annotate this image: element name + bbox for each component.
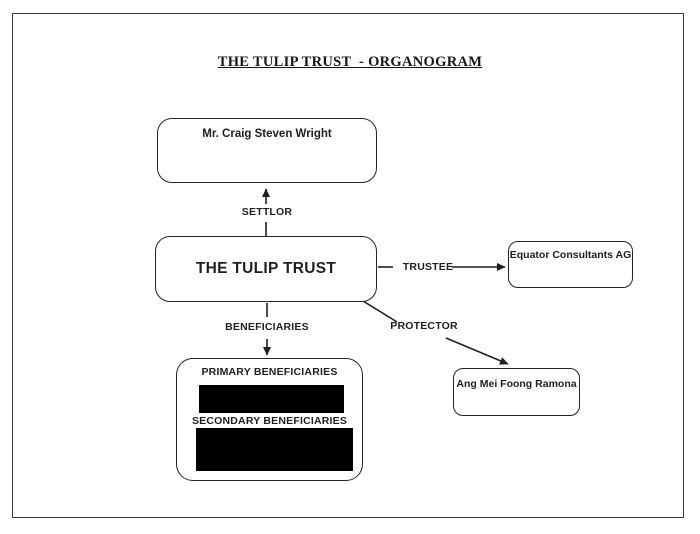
settlor-connector-label: SETTLOR [241,206,293,218]
beneficiaries-connector-label: BENEFICIARIES [225,321,309,333]
protector-person-label: Ang Mei Foong Ramona [456,378,577,390]
node-tulip-trust: THE TULIP TRUST [155,236,377,302]
trustee-company-label: Equator Consultants AG [509,249,632,261]
secondary-beneficiaries-heading: SECONDARY BENEFICIARIES [191,415,348,427]
primary-beneficiaries-redaction [199,385,344,413]
page-border-frame [12,13,684,518]
node-trustee-company: Equator Consultants AG [508,241,633,288]
settlor-person-label: Mr. Craig Steven Wright [202,128,332,140]
page-title: THE TULIP TRUST - ORGANOGRAM [217,54,483,70]
primary-beneficiaries-heading: PRIMARY BENEFICIARIES [201,366,338,378]
secondary-beneficiaries-redaction [196,428,353,471]
protector-connector-label: PROTECTOR [390,320,458,332]
trustee-connector-label: TRUSTEE [402,261,454,273]
node-beneficiaries-group: PRIMARY BENEFICIARIES SECONDARY BENEFICI… [176,358,363,481]
node-settlor-person: Mr. Craig Steven Wright [157,118,377,183]
node-protector-person: Ang Mei Foong Ramona [453,368,580,416]
tulip-trust-label: THE TULIP TRUST [195,260,337,277]
